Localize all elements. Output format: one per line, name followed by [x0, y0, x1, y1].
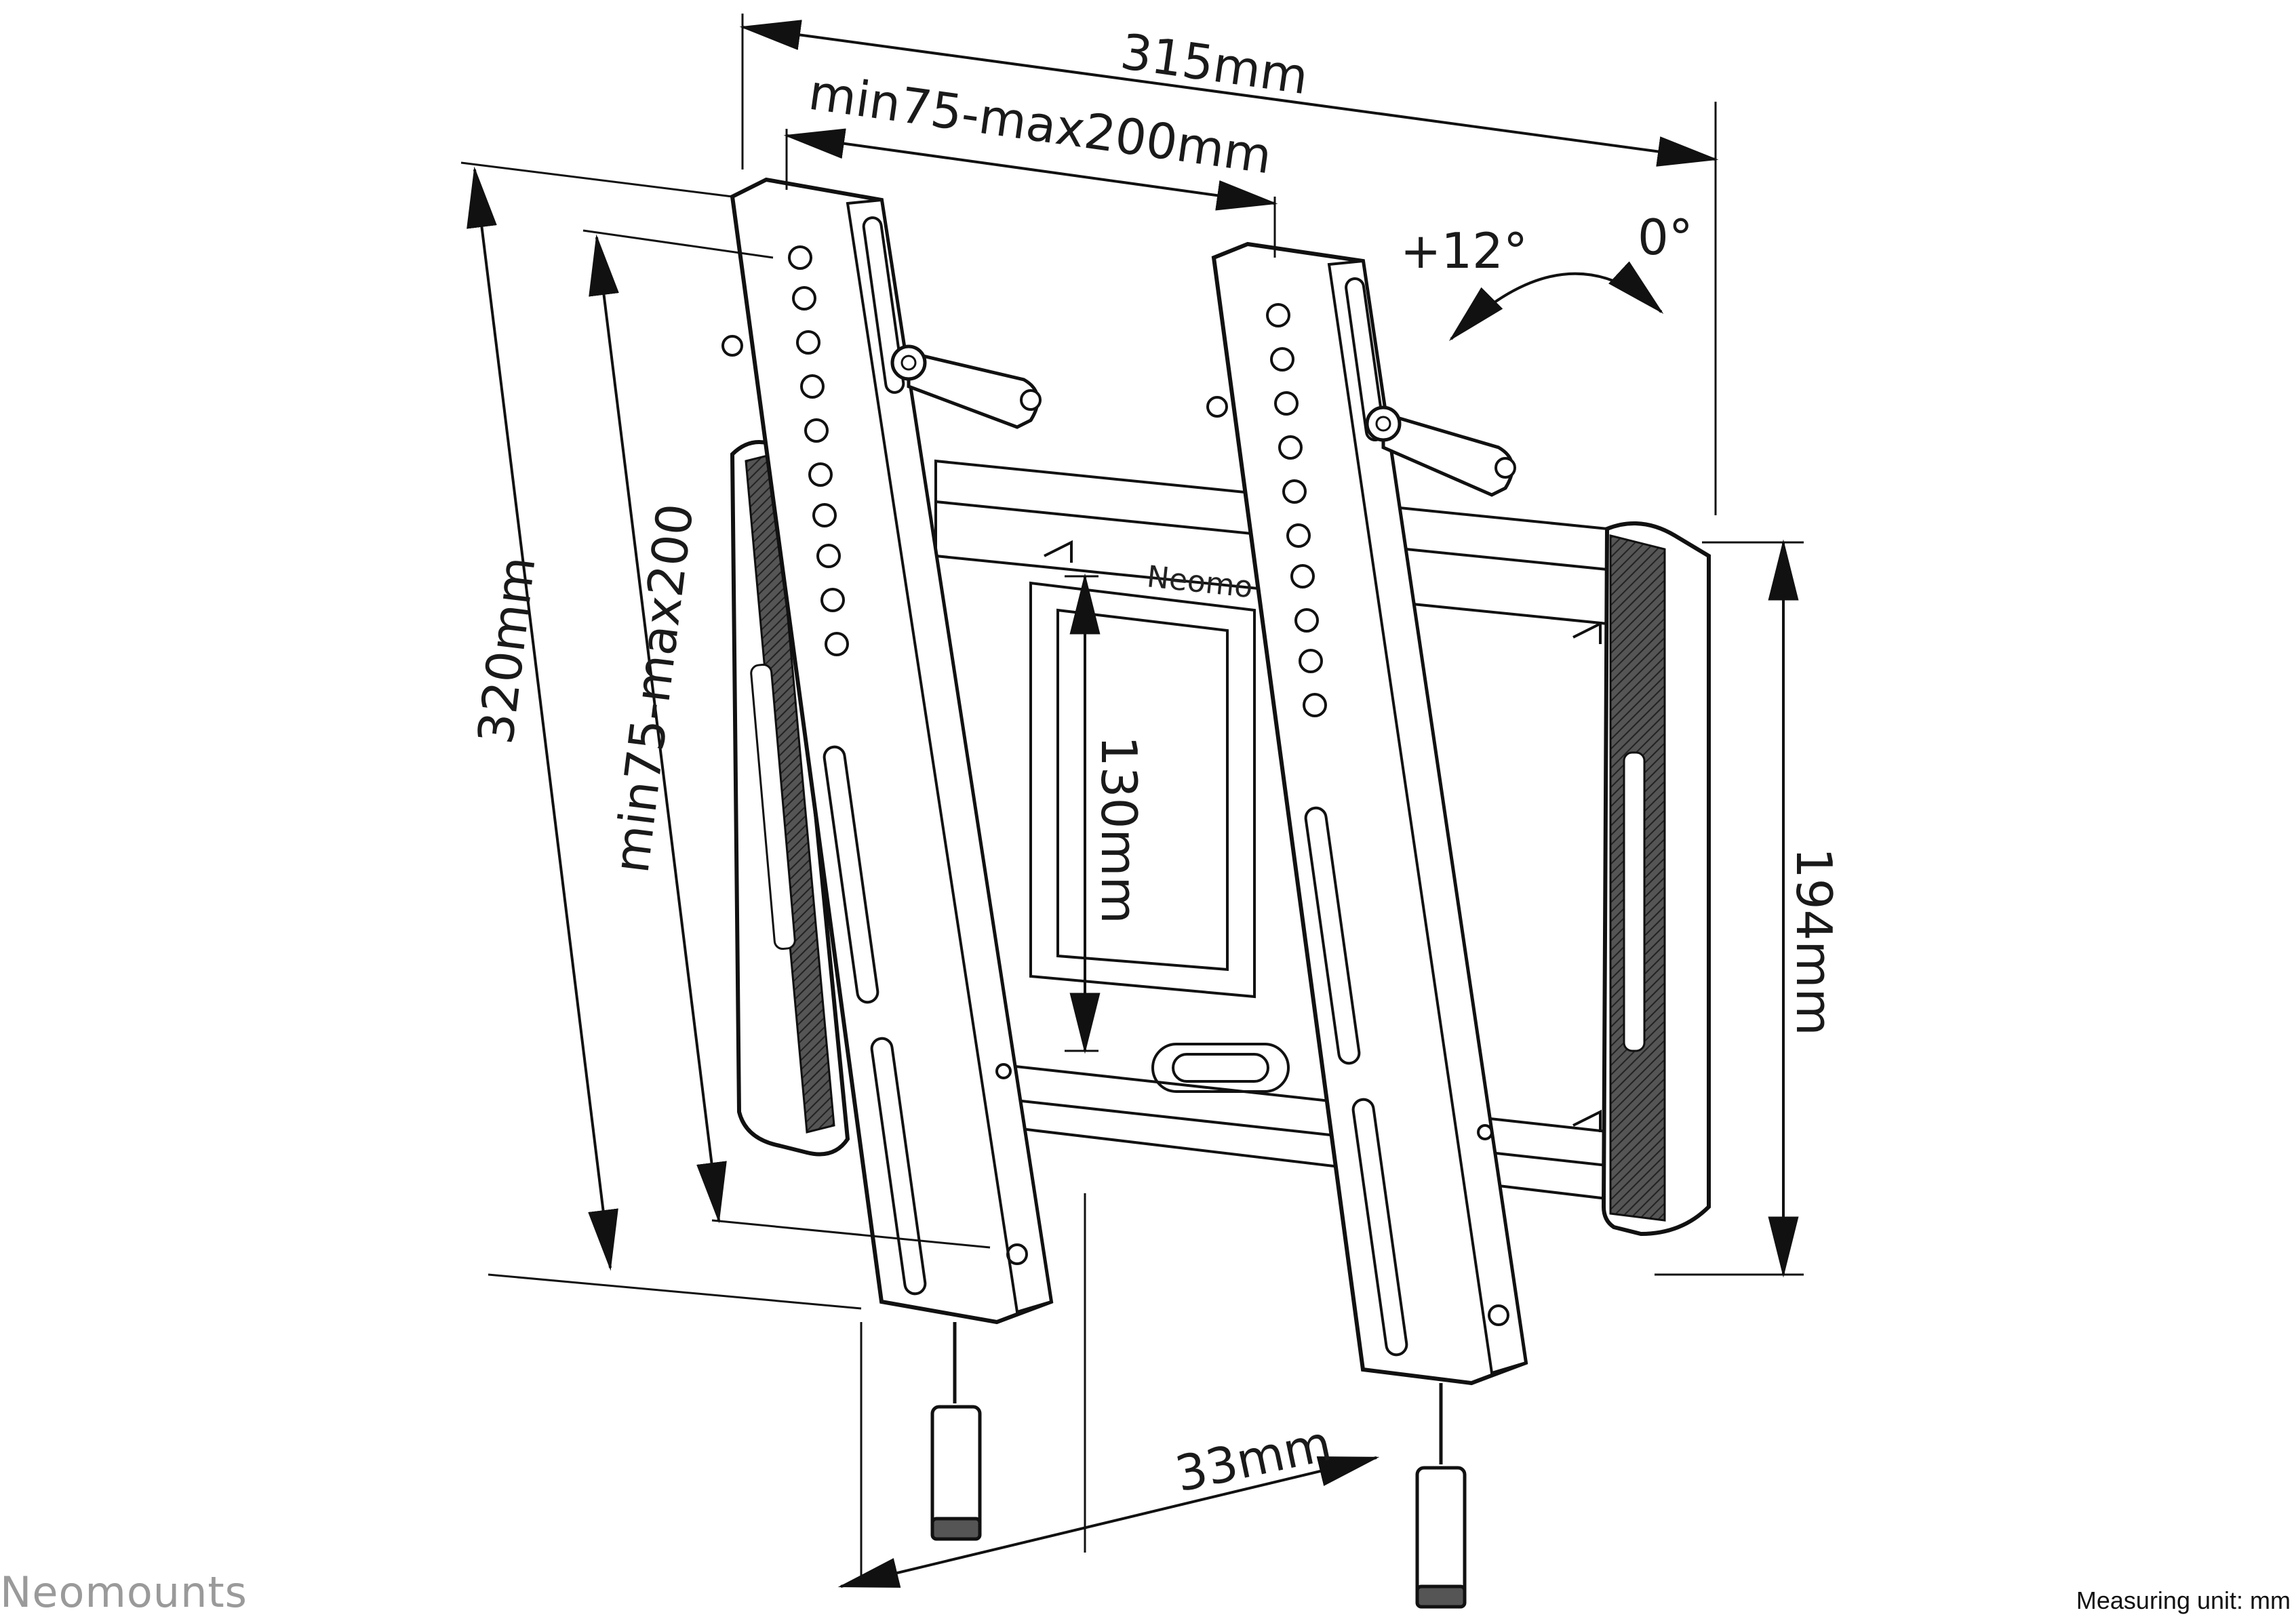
- zero-angle-label: 0°: [1638, 209, 1693, 266]
- right-pad: [1601, 521, 1711, 1237]
- left-pad: [730, 440, 850, 1157]
- dim-33: 33mm: [1170, 1414, 1336, 1502]
- tilt-angle-label: +12°: [1400, 222, 1528, 279]
- right-bracket: [1206, 241, 1528, 1386]
- dim-315: 315mm: [1117, 23, 1312, 106]
- dimension-lines: [460, 14, 1804, 1588]
- brand-logo: Neomounts: [0, 1567, 248, 1617]
- left-bracket: [721, 177, 1054, 1325]
- dim-130: 130mm: [1090, 736, 1147, 924]
- measuring-unit-note: Measuring unit: mm: [2076, 1586, 2291, 1614]
- dim-194: 194mm: [1785, 847, 1842, 1036]
- dim-vesa-vertical: min75-max200: [602, 500, 704, 876]
- dim-320: 320mm: [467, 553, 546, 747]
